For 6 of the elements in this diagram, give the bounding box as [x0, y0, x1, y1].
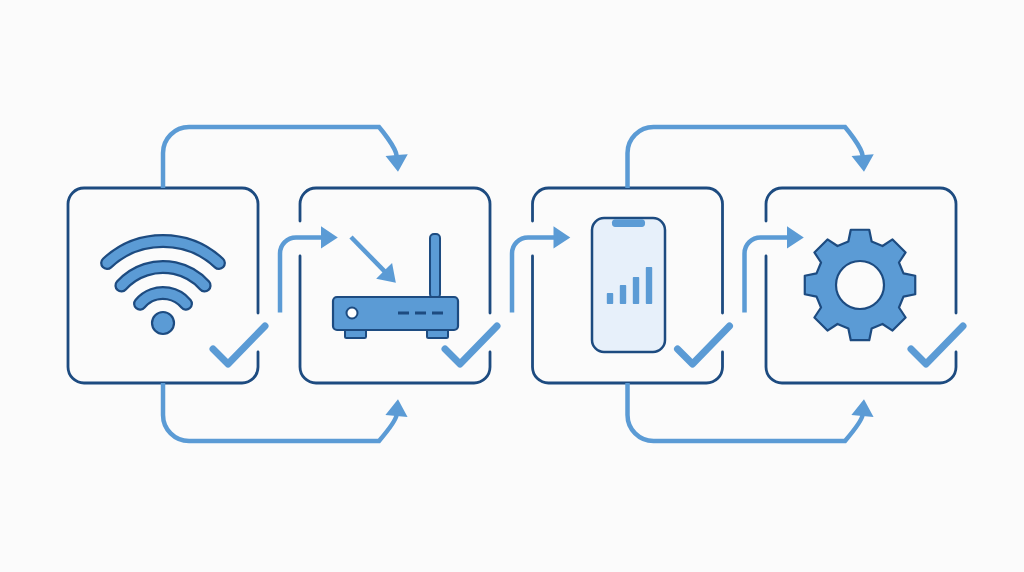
rounded-box — [531, 186, 724, 385]
rounded-box — [764, 186, 958, 385]
rounded-box — [66, 186, 260, 385]
arrow — [160, 124, 408, 188]
rounded-box — [298, 186, 492, 385]
arrow — [625, 124, 874, 188]
